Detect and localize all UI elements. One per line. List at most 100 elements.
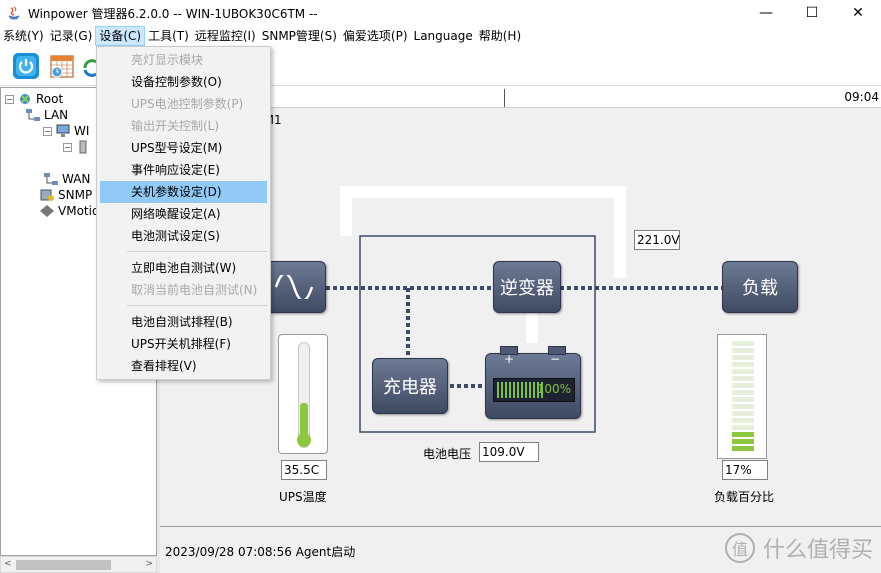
load-bar-segment — [732, 446, 754, 451]
collapse-icon[interactable]: − — [63, 142, 72, 152]
tree-label-host: WI — [74, 124, 90, 138]
ups-monitor-panel: : COM1 逆变器 充电器 负载 + − 100% 22 — [160, 108, 881, 526]
load-bar-segment — [732, 355, 754, 360]
load-level-bars — [732, 341, 754, 453]
load-bar-segment — [732, 411, 754, 416]
network-root-icon — [20, 94, 30, 104]
tree-label-wan: WAN — [62, 172, 91, 186]
status-divider — [504, 89, 505, 107]
tree-item-lan[interactable]: LAN — [25, 107, 68, 123]
load-bar-segment — [732, 425, 754, 430]
tree-item-vmotion[interactable]: VMotio — [39, 203, 99, 219]
load-bar-segment — [732, 404, 754, 409]
output-voltage-value: 221.0V — [634, 230, 680, 250]
scroll-left-icon[interactable]: < — [4, 559, 12, 569]
menu-tools[interactable]: 工具(T) — [148, 29, 189, 43]
load-bar-segment — [732, 341, 754, 346]
menu-preferences[interactable]: 偏爱选项(P) — [342, 29, 408, 43]
event-log-line: 2023/09/28 07:08:56 Agent启动 — [165, 545, 356, 559]
close-button[interactable]: ✕ — [852, 5, 864, 21]
tree-item-snmp[interactable]: SNMP — [39, 187, 92, 203]
menu-separator — [127, 305, 267, 306]
menuitem-ups-power-schedule[interactable]: UPS开关机排程(F) — [131, 337, 231, 351]
sine-wave-icon — [274, 275, 314, 299]
menuitem-cancel-battery-self-test[interactable]: 取消当前电池自测试(N) — [131, 283, 258, 297]
load-bar-segment — [732, 362, 754, 367]
computer-icon — [56, 124, 70, 137]
menuitem-output-switch-control[interactable]: 输出开关控制(L) — [131, 119, 220, 133]
tree-item-wan[interactable]: WAN — [43, 171, 90, 187]
menuitem-led-display-module[interactable]: 亮灯显示模块 — [131, 53, 204, 67]
wan-icon — [44, 173, 58, 185]
maximize-button[interactable]: ☐ — [805, 5, 819, 21]
menuitem-shutdown-params-settings[interactable]: 关机参数设定(D) — [100, 181, 267, 203]
load-bar-segment — [732, 418, 754, 423]
menu-separator — [127, 251, 267, 252]
tree-label-snmp: SNMP — [58, 188, 93, 202]
menuitem-event-response-settings[interactable]: 事件响应设定(E) — [131, 163, 220, 177]
menuitem-run-battery-self-test[interactable]: 立即电池自测试(W) — [131, 261, 237, 275]
minimize-button[interactable]: — — [759, 5, 773, 21]
load-bar-segment — [732, 439, 754, 444]
menu-snmp[interactable]: SNMP管理(S) — [261, 29, 337, 43]
status-strip: 09:04 — [160, 87, 881, 108]
scrollbar-thumb[interactable] — [16, 560, 111, 570]
battery-terminal-minus — [548, 346, 566, 355]
load-bar-segment — [732, 369, 754, 374]
load-block: 负载 — [722, 261, 798, 313]
battery-level-fill — [497, 382, 545, 398]
load-bar-segment — [732, 397, 754, 402]
battery-minus-sign: − — [549, 352, 560, 366]
collapse-icon[interactable]: − — [5, 94, 14, 104]
load-bar-segment — [732, 383, 754, 388]
menuitem-ups-battery-control-params[interactable]: UPS电池控制参数(P) — [131, 97, 244, 111]
schedule-calendar-icon[interactable] — [48, 52, 76, 80]
menuitem-battery-self-test-schedule[interactable]: 电池自测试排程(B) — [131, 315, 233, 329]
ups-temperature-gauge — [278, 334, 328, 454]
watermark-text: 什么值得买 — [762, 538, 873, 563]
tree-horizontal-scrollbar[interactable]: < > — [0, 556, 157, 573]
menu-language[interactable]: Language — [413, 29, 473, 43]
menuitem-device-control-params[interactable]: 设备控制参数(O) — [131, 75, 222, 89]
watermark: 值 什么值得买 — [724, 532, 873, 564]
menu-system[interactable]: 系统(Y) — [3, 29, 44, 43]
menuitem-view-schedule[interactable]: 查看排程(V) — [131, 359, 197, 373]
device-dropdown-menu: 亮灯显示模块 设备控制参数(O) UPS电池控制参数(P) 输出开关控制(L) … — [96, 46, 271, 380]
menu-remote-monitor[interactable]: 远程监控(I) — [194, 29, 256, 43]
thermometer-mercury — [300, 403, 308, 443]
thermometer-bulb — [297, 433, 311, 447]
status-time: 09:04 — [844, 90, 879, 104]
watermark-logo: 值 — [724, 533, 755, 563]
load-percent-value: 17% — [722, 460, 768, 480]
tree-item-root[interactable]: − Root — [5, 91, 63, 107]
title-bar: Winpower 管理器6.2.0.0 -- WIN-1UBOK30C6TM -… — [0, 0, 881, 26]
battery-block: + − 100% — [485, 346, 581, 419]
collapse-icon[interactable]: − — [43, 126, 52, 136]
load-bar-segment — [732, 376, 754, 381]
ups-temperature-label: UPS温度 — [279, 490, 327, 504]
menu-help[interactable]: 帮助(H) — [478, 29, 522, 43]
inverter-block: 逆变器 — [493, 261, 561, 313]
ac-input-block — [262, 261, 326, 313]
menu-device[interactable]: 设备(C) — [95, 26, 146, 46]
battery-plus-sign: + — [504, 352, 515, 366]
load-bar-segment — [732, 432, 754, 437]
menuitem-wake-on-lan-settings[interactable]: 网络唤醒设定(A) — [131, 207, 221, 221]
refresh-icon[interactable] — [82, 52, 98, 80]
tree-item-host[interactable]: − WI — [43, 123, 89, 139]
battery-gauge: 100% — [493, 378, 575, 402]
load-percent-meter — [717, 334, 767, 459]
power-icon[interactable] — [12, 52, 40, 80]
battery-percent: 100% — [536, 382, 571, 396]
menu-log[interactable]: 记录(G) — [49, 29, 93, 43]
tree-item-ups[interactable]: − — [63, 139, 94, 155]
ups-temperature-value: 35.5C — [281, 460, 327, 480]
menuitem-battery-test-settings[interactable]: 电池测试设定(S) — [131, 229, 220, 243]
lan-icon — [26, 109, 40, 121]
battery-voltage-label: 电池电压 — [423, 447, 472, 461]
battery-terminal-plus — [500, 346, 518, 355]
scroll-right-icon[interactable]: > — [145, 559, 153, 569]
menuitem-ups-model-settings[interactable]: UPS型号设定(M) — [131, 141, 223, 155]
window-title: Winpower 管理器6.2.0.0 -- WIN-1UBOK30C6TM -… — [28, 6, 318, 21]
load-bar-segment — [732, 348, 754, 353]
